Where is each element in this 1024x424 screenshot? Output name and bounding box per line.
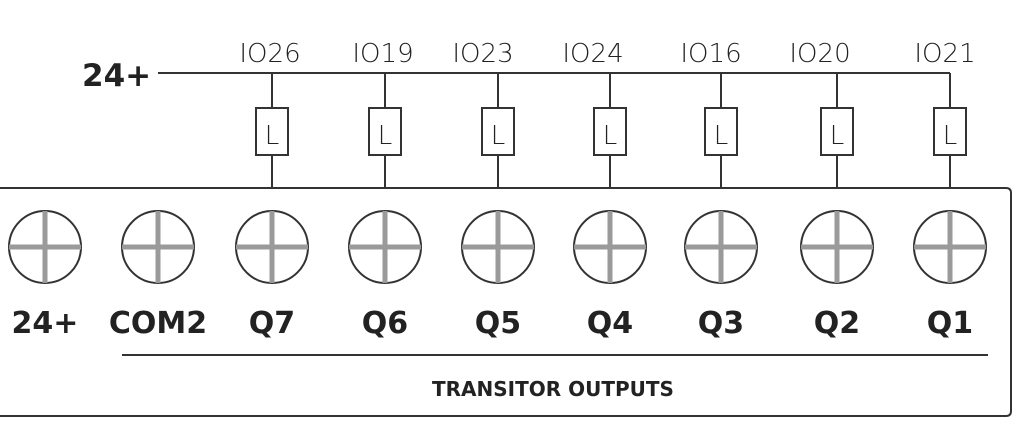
io-label: IO16 (680, 39, 741, 69)
terminal-label: Q4 (587, 306, 633, 341)
load-symbol: L (943, 121, 958, 151)
terminal-label: COM2 (109, 306, 207, 341)
io-label: IO21 (914, 39, 975, 69)
terminal-label: Q7 (249, 306, 295, 341)
load-symbol: L (830, 121, 845, 151)
terminal-24plus: 24+ (8, 210, 82, 341)
load-symbol: L (714, 121, 729, 151)
terminal-label: Q2 (814, 306, 860, 341)
terminal-q6: Q6 (348, 210, 422, 341)
terminal-com2: COM2 (109, 210, 207, 341)
terminal-q5: Q5 (461, 210, 535, 341)
terminal-block (0, 187, 1012, 417)
terminal-label: Q3 (698, 306, 744, 341)
load-symbol: L (603, 121, 618, 151)
io-label: IO20 (789, 39, 850, 69)
terminal-label: 24+ (12, 306, 79, 341)
load-symbol: L (265, 121, 280, 151)
terminal-q1: Q1 (913, 210, 987, 341)
terminal-q4: Q4 (573, 210, 647, 341)
io-label: IO23 (452, 39, 513, 69)
io-label: IO19 (352, 39, 413, 69)
block-title: TRANSITOR OUTPUTS (432, 377, 674, 401)
supply-label: 24+ (82, 58, 151, 94)
terminal-q3: Q3 (684, 210, 758, 341)
terminal-label: Q5 (475, 306, 521, 341)
terminal-label: Q1 (927, 306, 973, 341)
terminal-label: Q6 (362, 306, 408, 341)
terminal-q7: Q7 (235, 210, 309, 341)
io-label: IO26 (239, 39, 300, 69)
io-label: IO24 (562, 39, 623, 69)
terminal-q2: Q2 (800, 210, 874, 341)
load-symbol: L (491, 121, 506, 151)
load-symbol: L (378, 121, 393, 151)
